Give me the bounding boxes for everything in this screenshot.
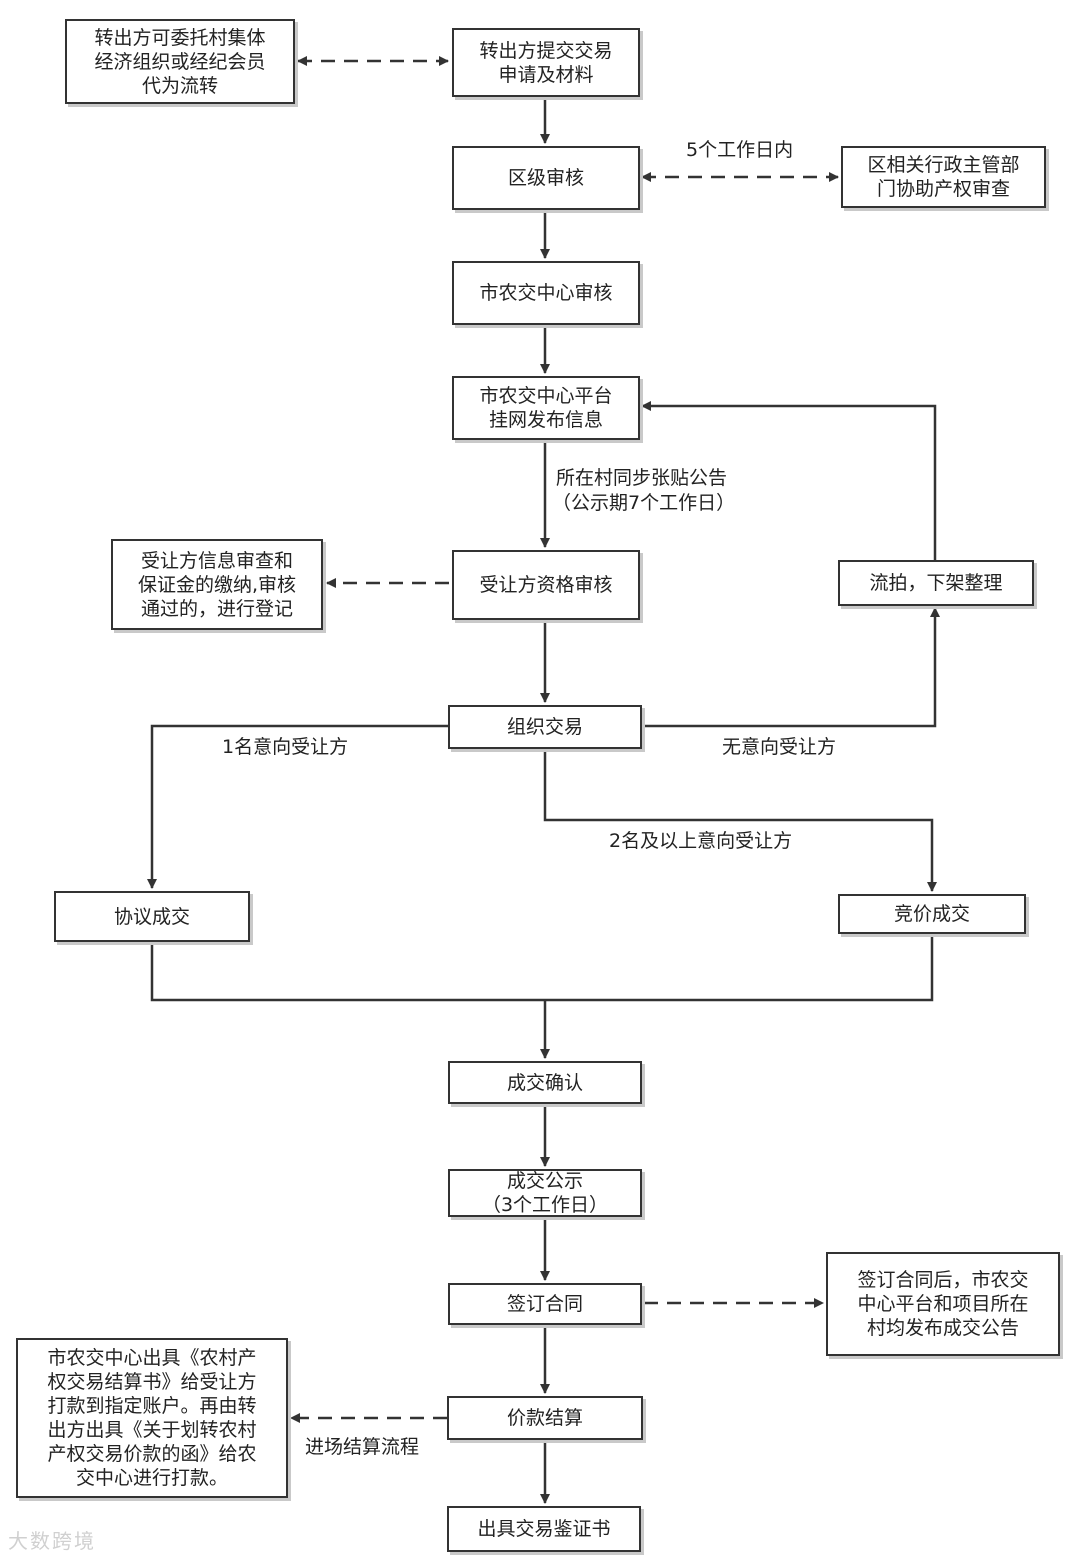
node-sign-contract: 签订合同: [448, 1283, 642, 1325]
node-text: 流拍，下架整理: [869, 572, 1003, 594]
label-no-bidder: 无意向受让方: [722, 736, 837, 758]
node-text: 受让方信息审查和: [140, 549, 293, 572]
node-text: 市农交中心审核: [479, 282, 613, 304]
node-dept-assist: 区相关行政主管部 门协助产权审查: [841, 146, 1046, 208]
label-posting-line2: （公示期7个工作日）: [552, 492, 736, 514]
line-negotiate-merge: [150, 942, 545, 1002]
label-settle-flow: 进场结算流程: [305, 1436, 420, 1458]
node-text: 门协助产权审查: [876, 178, 1010, 200]
node-text: 打款到指定账户。再由转: [47, 1395, 257, 1417]
node-district-review: 区级审核: [452, 146, 640, 210]
label-one-bidder: 1名意向受让方: [222, 736, 349, 758]
label-multi-bidder: 2名及以上意向受让方: [609, 830, 793, 852]
node-text: 市农交中心出具《农村产: [47, 1347, 257, 1369]
line-auction-merge: [545, 934, 934, 1002]
node-text: 签订合同: [506, 1293, 583, 1315]
arrow-organize-to-negotiate: [147, 724, 448, 889]
node-text: 中心平台和项目所在: [857, 1293, 1029, 1315]
node-text: 产权交易价款的函》给农: [47, 1443, 257, 1465]
node-deal-confirm: 成交确认: [448, 1061, 642, 1104]
arrow-unsold-to-publish: [641, 401, 937, 560]
label-posting-line1: 所在村同步张贴公告: [556, 467, 728, 489]
node-text: 市农交中心平台: [479, 385, 613, 407]
node-text: 出方出具《关于划转农村: [47, 1419, 257, 1441]
node-text: 转出方可委托村集体: [94, 26, 266, 49]
node-text: 村均发布成交公告: [866, 1317, 1019, 1339]
watermark: 大数跨境: [8, 1529, 96, 1553]
node-auction-deal: 竞价成交: [838, 894, 1026, 934]
arrow-organize-to-unsold: [642, 607, 940, 728]
node-publish-info: 市农交中心平台 挂网发布信息: [452, 376, 640, 440]
node-text: 代为流转: [141, 74, 218, 97]
node-text: 权交易结算书》给受让方: [47, 1371, 257, 1393]
node-contract-note: 签订合同后，市农交 中心平台和项目所在 村均发布成交公告: [826, 1252, 1060, 1356]
node-text: 竞价成交: [893, 903, 970, 925]
node-text: 签订合同后，市农交: [857, 1269, 1029, 1291]
node-text: 申请及材料: [498, 63, 594, 86]
node-unsold: 流拍，下架整理: [838, 560, 1034, 606]
node-text: 区相关行政主管部: [867, 154, 1020, 176]
node-text: 出具交易鉴证书: [477, 1518, 611, 1540]
node-settle-note: 市农交中心出具《农村产 权交易结算书》给受让方 打款到指定账户。再由转 出方出具…: [16, 1338, 288, 1498]
node-organize-trade: 组织交易: [448, 705, 642, 749]
node-text: （3个工作日）: [481, 1194, 609, 1216]
node-qualify-note: 受让方信息审查和 保证金的缴纳,审核 通过的，进行登记: [111, 539, 323, 630]
node-text: 挂网发布信息: [488, 409, 603, 431]
node-text: 区级审核: [507, 167, 584, 189]
node-submit-application: 转出方提交交易 申请及材料: [452, 28, 640, 97]
node-negotiated-deal: 协议成交: [54, 891, 250, 942]
node-text: 保证金的缴纳,审核: [137, 573, 297, 596]
node-qualify-review: 受让方资格审核: [452, 550, 640, 620]
node-payment-settle: 价款结算: [447, 1396, 643, 1440]
node-text: 组织交易: [506, 716, 583, 738]
node-center-review: 市农交中心审核: [452, 261, 640, 325]
node-text: 协议成交: [113, 905, 190, 928]
node-text: 成交公示: [506, 1170, 583, 1192]
arrow-organize-to-auction: [543, 749, 937, 892]
node-text: 成交确认: [506, 1071, 583, 1094]
node-text: 价款结算: [506, 1407, 583, 1429]
node-text: 经济组织或经纪会员: [94, 50, 266, 73]
node-text: 转出方提交交易: [479, 39, 613, 62]
node-deal-notice: 成交公示 （3个工作日）: [448, 1169, 642, 1217]
label-five-workdays: 5个工作日内: [686, 139, 794, 161]
node-issue-certificate: 出具交易鉴证书: [447, 1506, 641, 1552]
node-text: 交中心进行打款。: [75, 1467, 228, 1489]
node-text: 通过的，进行登记: [140, 597, 293, 620]
node-text: 受让方资格审核: [479, 574, 613, 596]
node-delegate-note: 转出方可委托村集体 经济组织或经纪会员 代为流转: [65, 19, 295, 104]
